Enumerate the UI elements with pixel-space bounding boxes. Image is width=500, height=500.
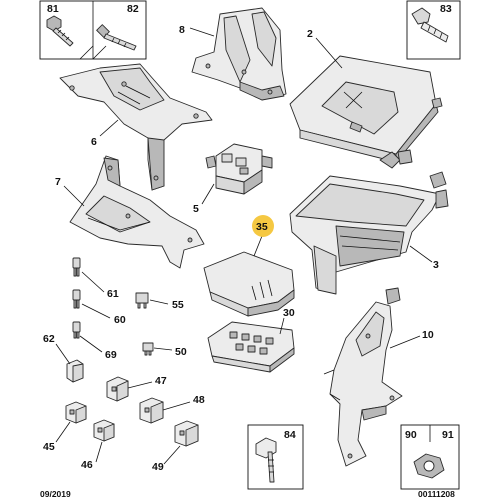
callout-50: 50 (175, 346, 187, 358)
callout-55: 55 (172, 299, 184, 311)
callout-30: 30 (283, 307, 295, 319)
fuse-69-icon (72, 321, 81, 339)
relay-46-icon (93, 419, 115, 442)
relay-62-icon (66, 359, 84, 383)
callout-60: 60 (114, 314, 126, 326)
callout-5: 5 (193, 203, 199, 215)
callout-69: 69 (105, 349, 117, 361)
relay-48-icon (139, 397, 164, 424)
callout-6: 6 (91, 136, 97, 148)
leader-lines (55, 27, 433, 465)
footer-reference: 00111208 (418, 489, 455, 499)
callout-90: 90 (405, 429, 417, 441)
part-3-tray (289, 149, 449, 295)
callout-47: 47 (155, 375, 167, 387)
relay-50-icon (142, 342, 154, 356)
callout-49: 49 (152, 461, 164, 473)
callout-48: 48 (193, 394, 205, 406)
callout-35: 35 (256, 221, 268, 233)
fuse-61-icon (72, 257, 81, 277)
relay-55-icon (135, 292, 149, 309)
callout-10: 10 (422, 329, 434, 341)
callout-45: 45 (43, 441, 55, 453)
callout-62: 62 (43, 333, 55, 345)
part-10-bracket (323, 287, 403, 467)
bolt-84-icon (255, 437, 277, 483)
fastener-box-84 (247, 424, 304, 490)
callout-46: 46 (81, 459, 93, 471)
callout-83: 83 (440, 3, 452, 15)
fastener-box-81-82 (39, 0, 147, 60)
bolt-82-icon (96, 24, 137, 51)
fastener-box-90-91 (400, 424, 460, 490)
clip-83-icon (411, 7, 449, 43)
part-7-bracket (69, 155, 205, 269)
callout-8: 8 (179, 24, 185, 36)
callout-91: 91 (442, 429, 454, 441)
callout-61: 61 (107, 288, 119, 300)
fuse-60-icon (72, 289, 81, 309)
callout-84: 84 (284, 429, 296, 441)
relay-47-icon (106, 376, 129, 402)
footer-date: 09/2019 (40, 489, 71, 499)
callout-labels: 81 82 83 8 2 6 5 7 35 3 61 55 60 30 62 6… (43, 3, 454, 473)
part-2-cover (289, 55, 443, 163)
relay-49-icon (174, 420, 199, 447)
callout-2: 2 (307, 28, 313, 40)
part-30-connector-block (207, 321, 295, 373)
callout-7: 7 (55, 176, 61, 188)
callout-82: 82 (127, 3, 139, 15)
callout-81: 81 (47, 3, 59, 15)
fastener-box-83 (406, 0, 461, 60)
callout-3: 3 (433, 259, 439, 271)
bolt-81-icon (46, 15, 74, 47)
part-5-fuse-box (205, 143, 273, 195)
relay-45-icon (65, 401, 87, 424)
part-35-cover (203, 251, 295, 317)
part-6-bracket (59, 63, 213, 191)
nut-90-91-icon (413, 453, 445, 479)
part-8-bracket (191, 7, 287, 101)
callout-35-highlight (252, 215, 274, 237)
